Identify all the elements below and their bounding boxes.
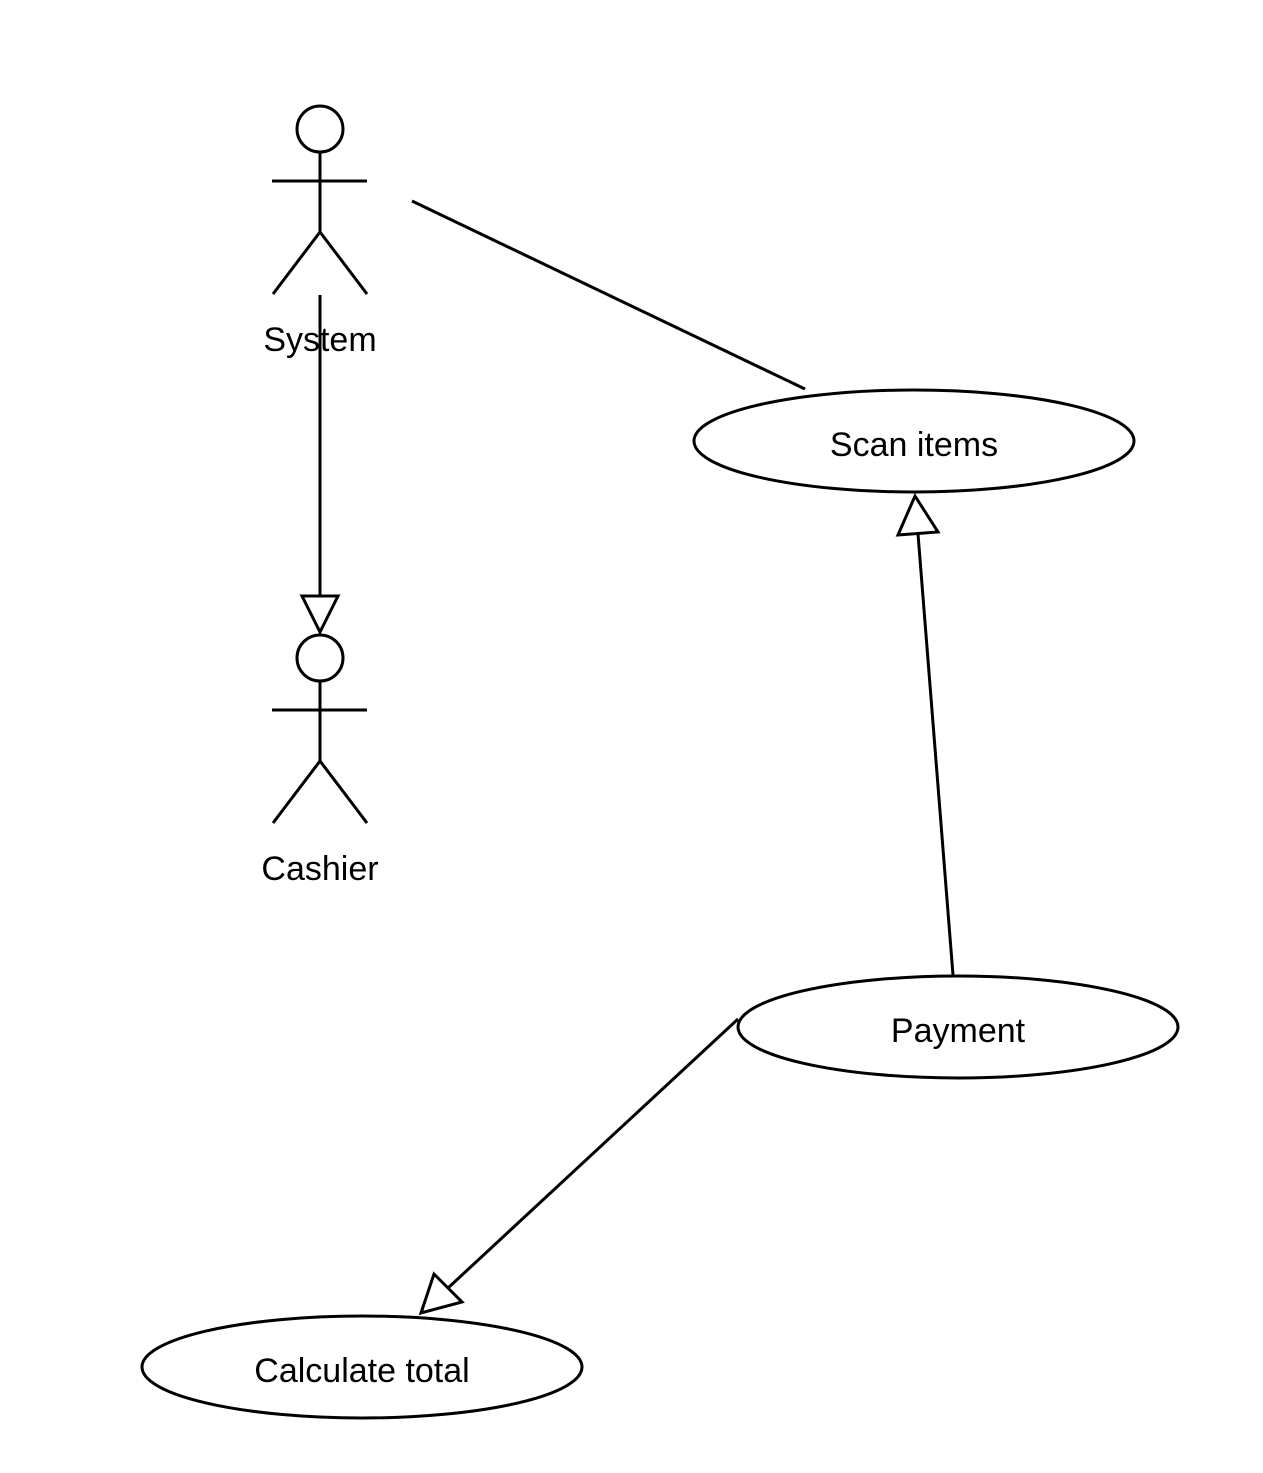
actor-right-leg <box>318 760 369 824</box>
actor-cashier[interactable]: Cashier <box>261 633 379 888</box>
actor-head <box>295 104 345 154</box>
use-case-ellipse <box>140 1314 584 1420</box>
generalization-system-cashier <box>299 295 341 636</box>
use-case-scan-items[interactable]: Scan items <box>692 388 1136 494</box>
actor-left-leg <box>271 231 322 295</box>
use-case-ellipse <box>736 974 1180 1080</box>
use-case-label-scan-items: Scan items <box>830 426 998 464</box>
actor-left-leg <box>271 760 322 824</box>
actor-system[interactable]: System <box>263 104 377 359</box>
actor-right-leg <box>318 231 369 295</box>
generalization-arrowhead <box>418 1271 465 1316</box>
generalization-arrowhead <box>895 492 941 537</box>
use-case-calculate-total[interactable]: Calculate total <box>140 1314 584 1420</box>
use-case-label-calculate-total: Calculate total <box>254 1352 469 1390</box>
generalization-payment-calculate-total <box>418 1017 740 1316</box>
actor-label-cashier: Cashier <box>261 850 378 888</box>
association-system-scan-items <box>411 199 806 391</box>
generalization-arrowhead <box>299 594 341 636</box>
actor-head <box>295 633 345 683</box>
generalization-line <box>446 1017 740 1290</box>
use-case-ellipse <box>692 388 1136 494</box>
generalization-line <box>916 533 955 976</box>
use-case-payment[interactable]: Payment <box>736 974 1180 1080</box>
actor-label-system: System <box>263 321 376 359</box>
generalization-payment-scan-items <box>895 492 955 976</box>
use-case-label-payment: Payment <box>891 1012 1026 1050</box>
